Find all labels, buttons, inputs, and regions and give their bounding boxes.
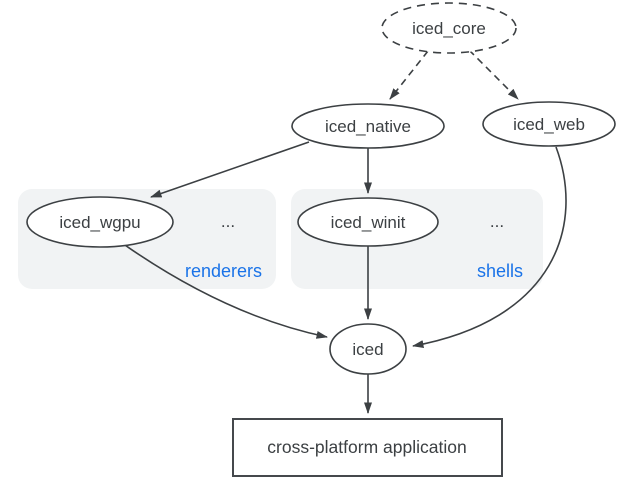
- renderers-ellipsis: ...: [221, 212, 235, 231]
- node-iced: iced: [329, 323, 407, 375]
- iced-core-ellipse: [381, 2, 517, 54]
- node-iced-native: iced_native: [291, 103, 445, 149]
- iced-ellipse: [329, 323, 407, 375]
- edge-core-to-web-dashed-arrow: [468, 49, 519, 100]
- iced-winit-label: iced_winit: [331, 213, 406, 232]
- iced-label: iced: [352, 340, 383, 359]
- cross-platform-application-label: cross-platform application: [267, 437, 466, 457]
- edge-native-to-wgpu-arrow: [150, 141, 310, 198]
- iced-web-ellipse: [482, 101, 616, 147]
- iced-native-label: iced_native: [325, 117, 411, 136]
- renderers-group-label: renderers: [185, 261, 262, 281]
- iced-native-ellipse: [291, 103, 445, 149]
- cross-platform-application-rect: [232, 418, 503, 477]
- edge-core-to-native-dashed-arrow: [389, 50, 429, 100]
- shells-ellipsis: ...: [490, 212, 504, 231]
- iced-core-label: iced_core: [412, 19, 486, 38]
- iced-wgpu-ellipse: [26, 196, 174, 248]
- shells-group-label: shells: [477, 261, 523, 281]
- node-iced-core: iced_core: [381, 2, 517, 54]
- node-iced-wgpu: iced_wgpu: [26, 196, 174, 248]
- edge-wgpu-to-iced-arrow: [121, 242, 328, 339]
- iced-wgpu-label: iced_wgpu: [59, 213, 140, 232]
- node-iced-web: iced_web: [482, 101, 616, 147]
- node-iced-winit: iced_winit: [297, 197, 439, 247]
- edge-web-to-iced-arrow: [412, 146, 567, 349]
- iced-web-label: iced_web: [513, 115, 585, 134]
- iced-winit-ellipse: [297, 197, 439, 247]
- node-cross-platform-application: cross-platform application: [232, 418, 503, 477]
